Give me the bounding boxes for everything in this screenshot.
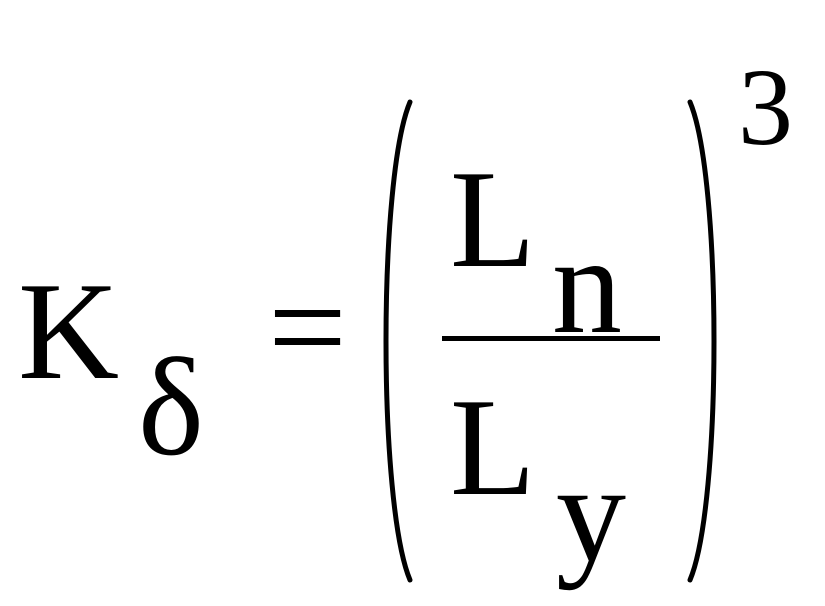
denominator-subscript: y bbox=[556, 436, 626, 591]
right-parenthesis bbox=[687, 99, 717, 583]
equals-sign: = bbox=[268, 250, 347, 405]
numerator-symbol: L bbox=[450, 142, 536, 297]
fraction-bar bbox=[442, 336, 660, 341]
exponent: 3 bbox=[738, 46, 793, 168]
lhs-subscript: δ bbox=[138, 330, 204, 485]
numerator-subscript: n bbox=[552, 208, 622, 363]
left-parenthesis bbox=[383, 99, 413, 583]
denominator-symbol: L bbox=[450, 370, 536, 525]
lhs-symbol: K bbox=[18, 254, 120, 409]
